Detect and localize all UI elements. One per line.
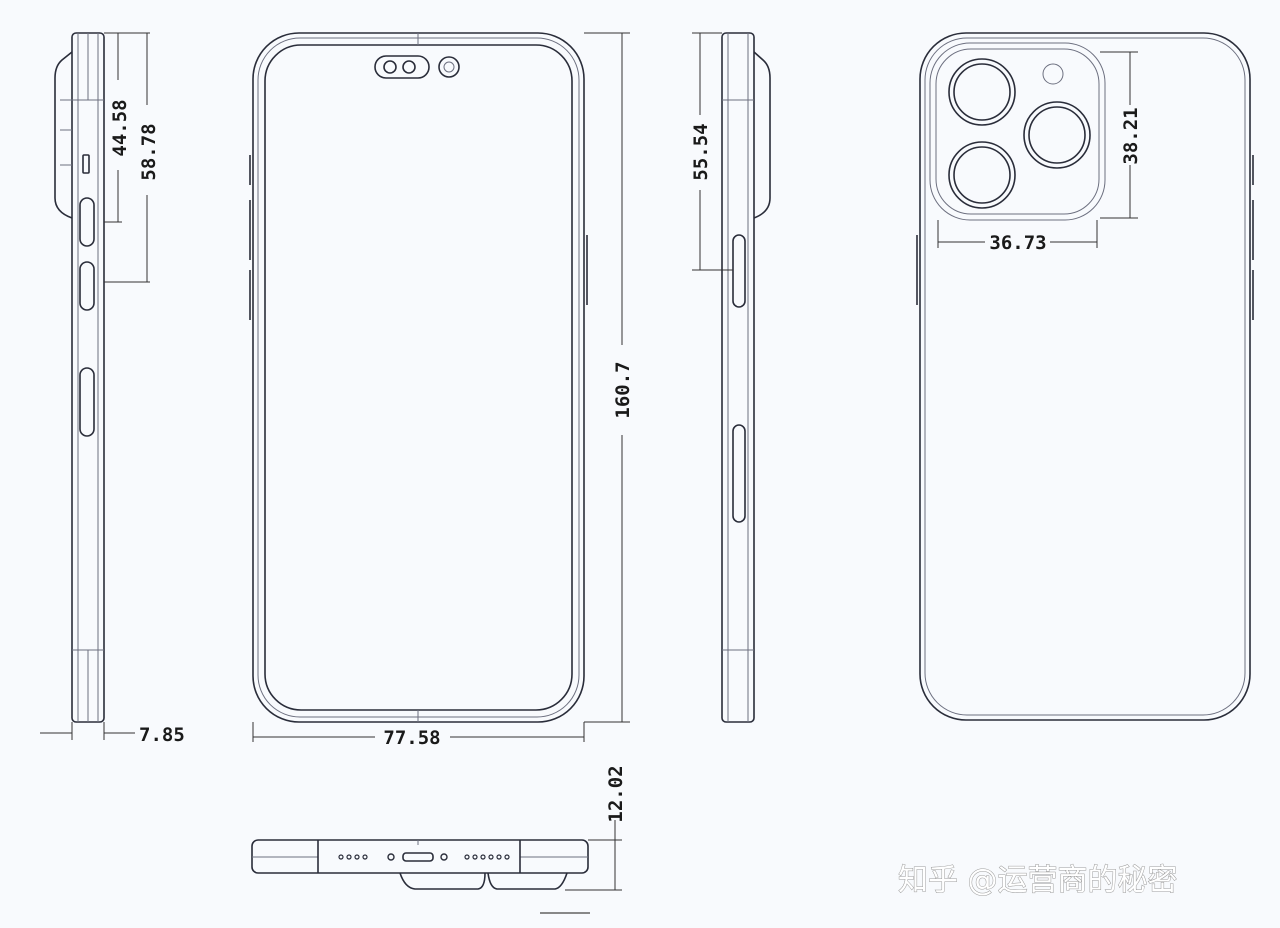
speaker-grille-right (464, 854, 510, 860)
dimension-36-73: 36.73 (989, 232, 1046, 254)
lens-bottom (953, 146, 1011, 204)
back-view: 38.21 36.73 (916, 32, 1254, 721)
camera-bump-left (399, 872, 486, 890)
volume-down-button (79, 261, 95, 311)
magsafe-antenna (732, 424, 746, 523)
screen (264, 44, 573, 711)
charging-port (402, 852, 434, 862)
dimension-7-85: 7.85 (139, 724, 185, 746)
dynamic-island (374, 55, 430, 79)
dimension-12-02: 12.02 (605, 765, 627, 822)
camera-bump (54, 51, 73, 219)
speaker-grille-left (338, 854, 368, 860)
mute-switch (82, 154, 90, 174)
bottom-view: 12.02 (251, 765, 627, 914)
left-side-view: 44.58 58.78 7.85 (40, 32, 185, 746)
flash (1042, 63, 1064, 85)
dimension-38-21: 38.21 (1120, 107, 1142, 164)
watermark: 知乎 @运营商的秘密 (898, 863, 1178, 898)
right-side-view: 55.54 (690, 32, 771, 723)
lens-top (953, 63, 1011, 121)
dimension-77-58: 77.58 (383, 727, 440, 749)
dimension-58-78: 58.78 (138, 123, 160, 180)
dimension-160-7: 160.7 (612, 361, 634, 418)
volume-up-button (79, 197, 95, 247)
side-button (732, 234, 746, 308)
lens-right (1028, 106, 1086, 164)
dimension-44-58: 44.58 (109, 99, 131, 156)
sim-tray (79, 367, 95, 437)
dimension-55-54: 55.54 (690, 123, 712, 180)
camera-bump (753, 51, 771, 219)
camera-module (929, 42, 1106, 221)
front-view: 160.7 77.58 (249, 32, 634, 749)
